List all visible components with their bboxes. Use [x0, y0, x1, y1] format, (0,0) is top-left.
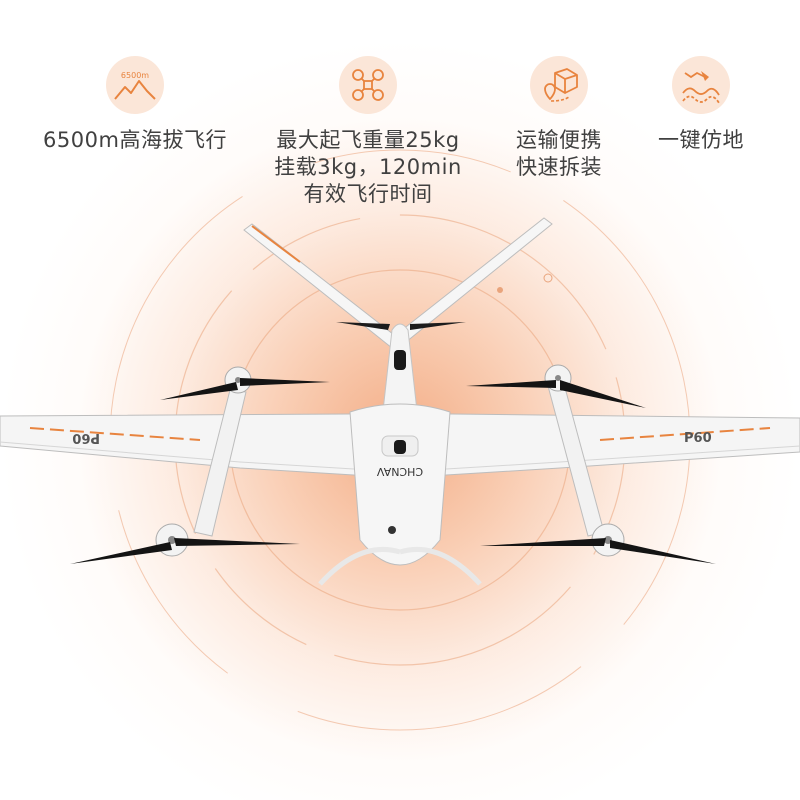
feature-row: 6500m 6500m高海拔飞行 最大起飞重量25kg 挂载3kg，120min…	[0, 55, 800, 225]
feature-terrain: 一键仿地	[591, 55, 800, 154]
propeller-fl-a	[70, 542, 172, 564]
feature-payload: 最大起飞重量25kg 挂载3kg，120min 有效飞行时间	[258, 55, 478, 208]
tail-camera	[394, 350, 406, 370]
transport-box-icon	[530, 56, 588, 114]
tail-fin-right	[410, 322, 466, 330]
feature-line: 挂载3kg，120min	[274, 155, 462, 179]
propeller-fr-b	[610, 540, 716, 564]
feature-altitude: 6500m 6500m高海拔飞行	[25, 55, 245, 154]
ring-dot	[497, 287, 503, 293]
skid-right	[399, 546, 482, 586]
wing-mark-right: P60	[684, 431, 712, 446]
feature-line: 一键仿地	[658, 128, 744, 152]
feature-transport: 运输便携 快速拆装	[449, 55, 669, 181]
feature-altitude-text: 6500m高海拔飞行	[25, 127, 245, 154]
wing-stripe-right	[599, 427, 771, 441]
fuselage-sensor	[394, 440, 406, 454]
propeller-rr-b	[560, 380, 646, 408]
terrain-follow-icon	[672, 56, 730, 114]
propeller-rl-b	[240, 378, 330, 386]
tail-fin-left	[336, 322, 390, 330]
ring-dot	[543, 273, 553, 283]
tail-stripe	[251, 225, 301, 263]
feature-line: 运输便携	[516, 128, 602, 152]
propeller-rl-a	[160, 382, 238, 400]
mountain-altitude-icon: 6500m	[106, 56, 164, 114]
nose-sensor	[388, 526, 396, 534]
feature-transport-text: 运输便携 快速拆装	[449, 127, 669, 181]
wing-stripe-left	[29, 427, 201, 441]
fuselage-body	[349, 403, 451, 566]
svg-text:6500m: 6500m	[121, 71, 149, 80]
fuselage-brand: CHCNAV	[376, 465, 423, 478]
skid-left	[318, 546, 401, 586]
drone-payload-icon	[339, 56, 397, 114]
propeller-fr-a	[480, 538, 606, 546]
propeller-fl-b	[174, 538, 300, 546]
feature-line: 有效飞行时间	[303, 182, 433, 206]
feature-line: 6500m高海拔飞行	[43, 128, 227, 152]
feature-line: 快速拆装	[516, 155, 602, 179]
feature-terrain-text: 一键仿地	[591, 127, 800, 154]
propeller-rr-a	[466, 380, 556, 388]
feature-line: 最大起飞重量25kg	[276, 128, 460, 152]
wing-mark-left: P60	[72, 430, 100, 445]
feature-payload-text: 最大起飞重量25kg 挂载3kg，120min 有效飞行时间	[258, 127, 478, 208]
